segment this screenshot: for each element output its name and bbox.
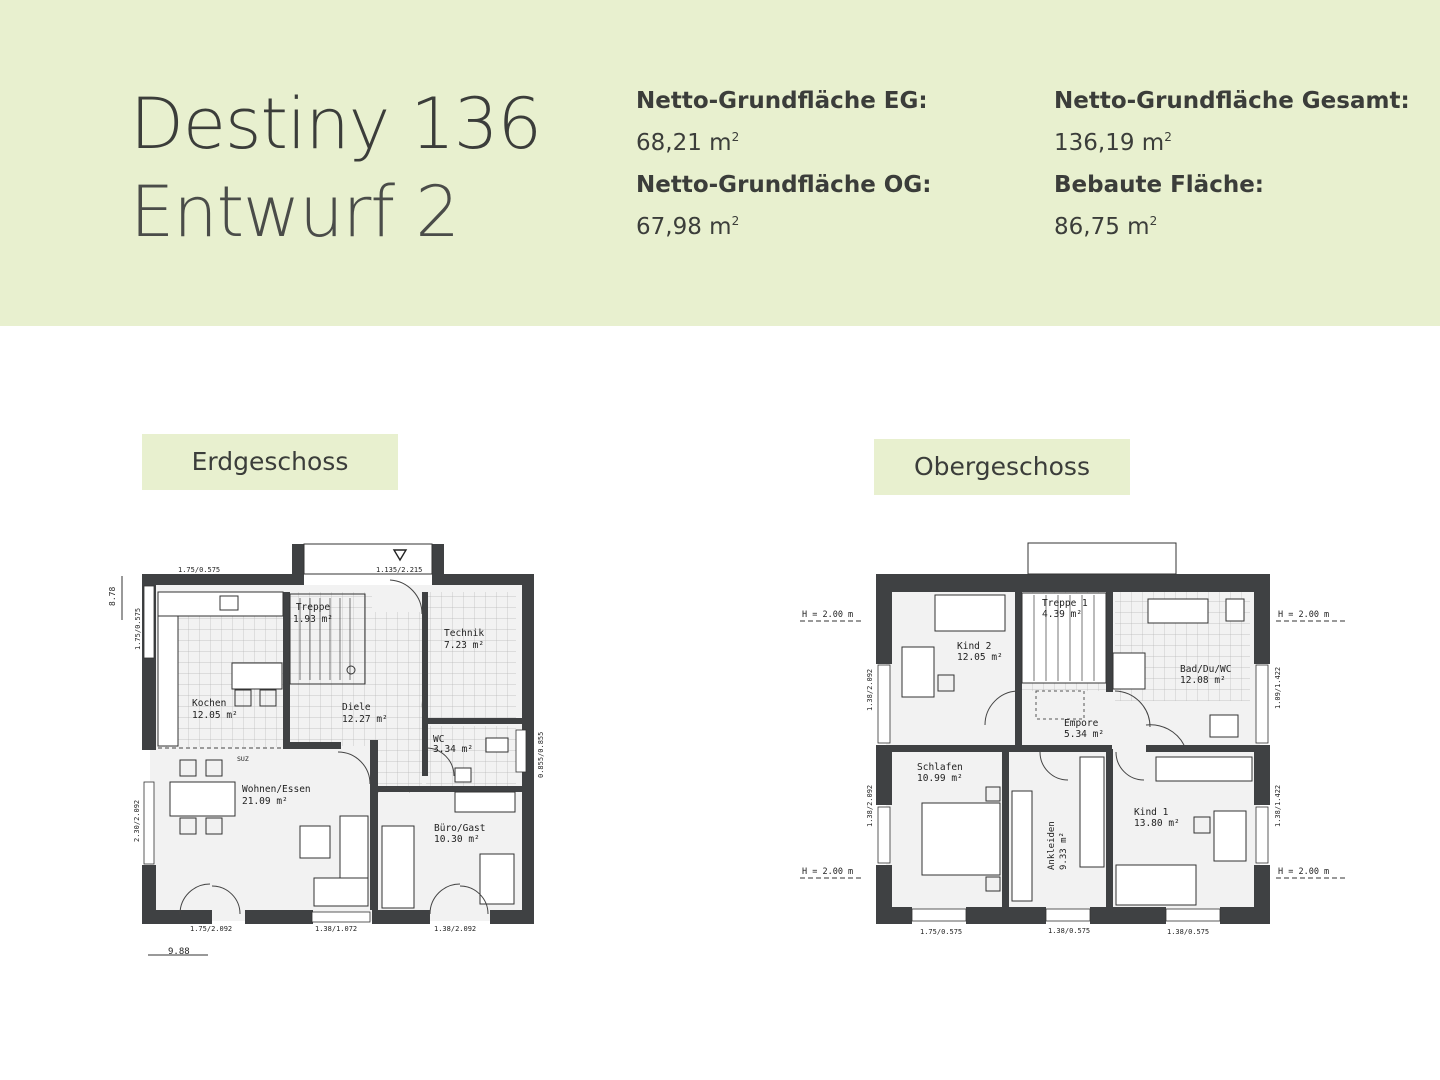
- room-name: Kochen: [192, 698, 226, 709]
- stat-label: Bebaute Fläche:: [1054, 172, 1265, 198]
- room-area: 12.05 m²: [192, 710, 238, 721]
- room-area: 1.93 m²: [293, 614, 333, 625]
- dimension-label: 1.38/2.092: [866, 785, 874, 827]
- floor-plan-og: Treppe 1 4.39 m² Kind 2 12.05 m² Bad/Du/…: [790, 535, 1360, 955]
- room-name: Treppe: [296, 602, 331, 613]
- dimension-label: 1.38/2.092: [866, 669, 874, 711]
- room-area: 12.05 m²: [957, 652, 1003, 663]
- height-label: H = 2.00 m: [1278, 610, 1329, 620]
- room-area: 5.34 m²: [1064, 729, 1104, 740]
- dimension-label: 1.38/1.422: [1274, 785, 1282, 827]
- page-title: Destiny 136 Entwurf 2: [130, 80, 542, 256]
- room-name: Kind 1: [1134, 807, 1169, 818]
- room-name: Technik: [444, 628, 484, 639]
- room-area: 7.23 m²: [444, 640, 484, 651]
- stat-value: 136,19 m2: [1054, 130, 1172, 156]
- room-area: 21.09 m²: [242, 796, 288, 807]
- floor-label-eg: Erdgeschoss: [142, 434, 398, 490]
- stat-value: 67,98 m2: [636, 214, 740, 240]
- dimension-label: 0.855/0.855: [537, 732, 545, 778]
- room-name: Diele: [342, 702, 371, 713]
- dimension-label: 1.38/0.575: [1167, 928, 1209, 936]
- stat-eg: Netto-Grundfläche EG: 68,21 m2 Netto-Gru…: [636, 88, 931, 256]
- stat-value: 86,75 m2: [1054, 214, 1158, 240]
- dimension-label: 1.38/0.575: [1048, 927, 1090, 935]
- room-name: Schlafen: [917, 762, 963, 773]
- room-area: 12.27 m²: [342, 714, 388, 725]
- room-area: 12.08 m²: [1180, 675, 1226, 686]
- room-name: Kind 2: [957, 641, 991, 652]
- room-name: Treppe 1: [1042, 598, 1088, 609]
- room-name: WC: [433, 734, 444, 745]
- dimension-label: 1.38/2.092: [434, 925, 476, 933]
- height-label: H = 2.00 m: [802, 610, 853, 620]
- dimension-label: 2.30/2.092: [133, 800, 141, 842]
- dimension-label: 1.75/0.575: [178, 566, 220, 574]
- dimension-label: 1.75/2.092: [190, 925, 232, 933]
- height-label: H = 2.00 m: [1278, 867, 1329, 877]
- room-area: 13.80 m²: [1134, 818, 1180, 829]
- room-area: 3.34 m²: [433, 744, 473, 755]
- room-area: 4.39 m²: [1042, 609, 1082, 620]
- room-name: Wohnen/Essen: [242, 784, 311, 795]
- room-area: 9.33 m²: [1059, 832, 1069, 870]
- room-name: Bad/Du/WC: [1180, 664, 1231, 675]
- dimension-label: 9.88: [168, 947, 190, 957]
- room-area: 10.99 m²: [917, 773, 963, 784]
- title-line-2: Entwurf 2: [130, 171, 460, 253]
- stat-label: Netto-Grundfläche EG:: [636, 88, 928, 114]
- room-name: Ankleiden: [1047, 821, 1057, 870]
- floor-plan-eg: Treppe 1.93 m² Technik 7.23 m² Kochen 12…: [100, 530, 560, 970]
- floor-label-og: Obergeschoss: [874, 439, 1130, 495]
- room-name: Empore: [1064, 718, 1099, 729]
- height-label: H = 2.00 m: [802, 867, 853, 877]
- stat-label: Netto-Grundfläche Gesamt:: [1054, 88, 1410, 114]
- header-banner: Destiny 136 Entwurf 2 Netto-Grundfläche …: [0, 0, 1440, 326]
- room-area: 10.30 m²: [434, 834, 480, 845]
- stat-value: 68,21 m2: [636, 130, 740, 156]
- dimension-label: SUZ: [237, 755, 249, 763]
- dimension-label: 1.38/1.072: [315, 925, 357, 933]
- dimension-label: 8.78: [108, 587, 117, 606]
- stat-total: Netto-Grundfläche Gesamt: 136,19 m2 Beba…: [1054, 88, 1410, 256]
- dimension-label: 1.09/1.422: [1274, 667, 1282, 709]
- room-name: Büro/Gast: [434, 823, 485, 834]
- title-line-1: Destiny 136: [130, 83, 542, 165]
- dimension-label: 1.135/2.215: [376, 566, 422, 574]
- dimension-label: 1.75/0.575: [134, 608, 142, 650]
- stat-label: Netto-Grundfläche OG:: [636, 172, 932, 198]
- dimension-label: 1.75/0.575: [920, 928, 962, 936]
